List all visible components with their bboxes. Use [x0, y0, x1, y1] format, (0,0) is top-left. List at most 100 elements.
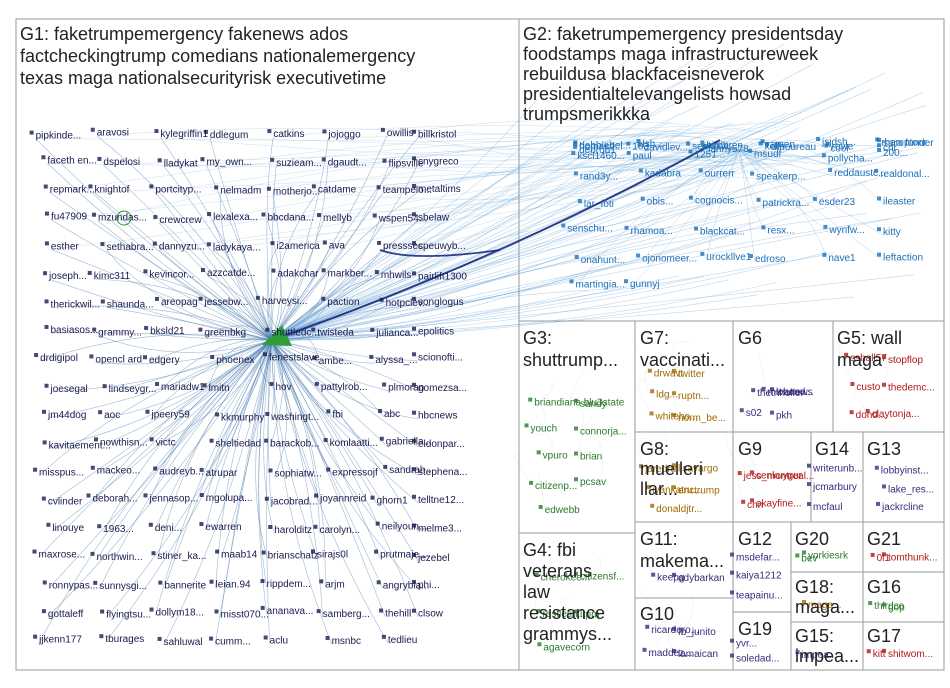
node-label: sethabra... [106, 242, 153, 253]
node-marker [751, 388, 756, 393]
node-label: crewcrew [159, 215, 202, 226]
node-g2: patrickra... [756, 197, 809, 209]
node-label: sahluwal [164, 637, 203, 648]
node-g1: cnygreco [412, 156, 459, 167]
edge [49, 192, 273, 341]
node-marker [876, 501, 881, 506]
node-g7: ruptn... [672, 391, 709, 402]
node-g6b: thetnholler [751, 388, 805, 399]
node-g1: mackeo... [90, 465, 140, 477]
edge [271, 339, 389, 391]
node-g1: julianca... [370, 327, 419, 339]
node-g19: soledad... [730, 653, 779, 665]
node-g1: melme3... [412, 523, 462, 535]
edge [721, 570, 737, 599]
edge [271, 230, 531, 341]
node-label: kkmurphy [221, 412, 264, 423]
node-label: jessebw... [204, 297, 249, 308]
node-g1: stiner_ka... [151, 551, 207, 562]
node-g10: fb_junito [672, 626, 716, 638]
node-g1: neilyoun... [375, 521, 427, 533]
node-label: mackeo... [97, 466, 140, 477]
node-marker [412, 129, 416, 134]
group-title-g2: presidentialtelevangelists howsad [523, 84, 791, 104]
node-marker [571, 151, 576, 156]
node-label: citizensf... [580, 572, 624, 583]
node-marker [750, 470, 754, 475]
node-marker [369, 354, 374, 359]
node-label: jezebel [417, 553, 450, 564]
node-g3: connorja... [574, 426, 627, 438]
node-marker [807, 463, 811, 468]
node-marker [370, 495, 375, 500]
group-title-g2: foodstamps maga infrastructureweek [523, 44, 819, 64]
node-marker [311, 184, 316, 189]
node-label: mellyb [323, 213, 352, 224]
node-marker [877, 138, 881, 143]
node-marker [770, 410, 774, 415]
node-g2: lar_foti [577, 199, 614, 210]
node-g1: komlaatti... [323, 438, 378, 449]
node-marker [828, 168, 833, 173]
node-g1: suzieam... [270, 157, 322, 169]
node-label: writerunb... [812, 464, 862, 475]
node-marker [314, 493, 319, 498]
node-g1: ananava... [260, 605, 313, 617]
node-label: cvlinder [48, 497, 83, 508]
node-label: jackrcline [881, 502, 924, 513]
node-g1: jennasop... [143, 493, 198, 504]
node-marker [649, 411, 654, 416]
node-g1: barackob... [264, 438, 320, 450]
edge [271, 213, 867, 341]
edge [271, 105, 927, 341]
node-g1: wspen54... [372, 213, 427, 224]
node-g1: my_own... [200, 157, 252, 168]
node-label: jaredru [644, 464, 676, 475]
node-marker [825, 141, 830, 146]
edge [743, 479, 763, 507]
node-g1: deborah... [86, 493, 138, 504]
node-marker [215, 549, 220, 554]
node-marker [92, 327, 97, 332]
node-marker [748, 254, 753, 259]
node-g1: mhwils [374, 270, 411, 281]
node-label: sandrah... [389, 465, 433, 476]
group-title-g2: G2: faketrumpemergency presidentsday [523, 24, 843, 44]
node-g1: sophiatw... [268, 468, 322, 479]
edge [271, 282, 777, 341]
node-marker [261, 550, 266, 555]
node-label: arjm [325, 579, 344, 590]
node-g1: jessebw... [198, 296, 249, 308]
node-marker [269, 381, 274, 386]
group-title-g18: G18: [795, 577, 834, 597]
node-label: bev [801, 553, 817, 564]
group-boxes [15, 18, 945, 671]
edge [155, 339, 273, 616]
node-label: phoenex [216, 355, 254, 366]
edge [739, 145, 884, 151]
node-marker [379, 297, 384, 302]
edge [271, 137, 329, 341]
edge [322, 122, 795, 222]
node-marker [758, 141, 763, 146]
node-g7: ldg... [650, 389, 678, 400]
node-label: hov [276, 382, 292, 393]
edge [271, 253, 833, 341]
node-g8: donaldjtr... [650, 503, 702, 515]
node-g17: kitt [866, 649, 886, 660]
node-label: jacobrad... [270, 497, 318, 508]
node-label: ldg... [656, 389, 678, 400]
node-marker [569, 279, 574, 284]
node-label: stiner_ka... [158, 551, 207, 562]
edge [706, 149, 741, 260]
edge [213, 156, 689, 221]
edge [155, 192, 273, 341]
node-label: my_own... [206, 157, 252, 168]
node-label: plmoran [388, 383, 424, 394]
node-g1: paction [321, 296, 360, 308]
node-g1: clsow [412, 608, 444, 620]
edge [271, 339, 419, 504]
node-marker [877, 196, 881, 201]
edge [95, 339, 273, 365]
node-marker [200, 157, 205, 162]
